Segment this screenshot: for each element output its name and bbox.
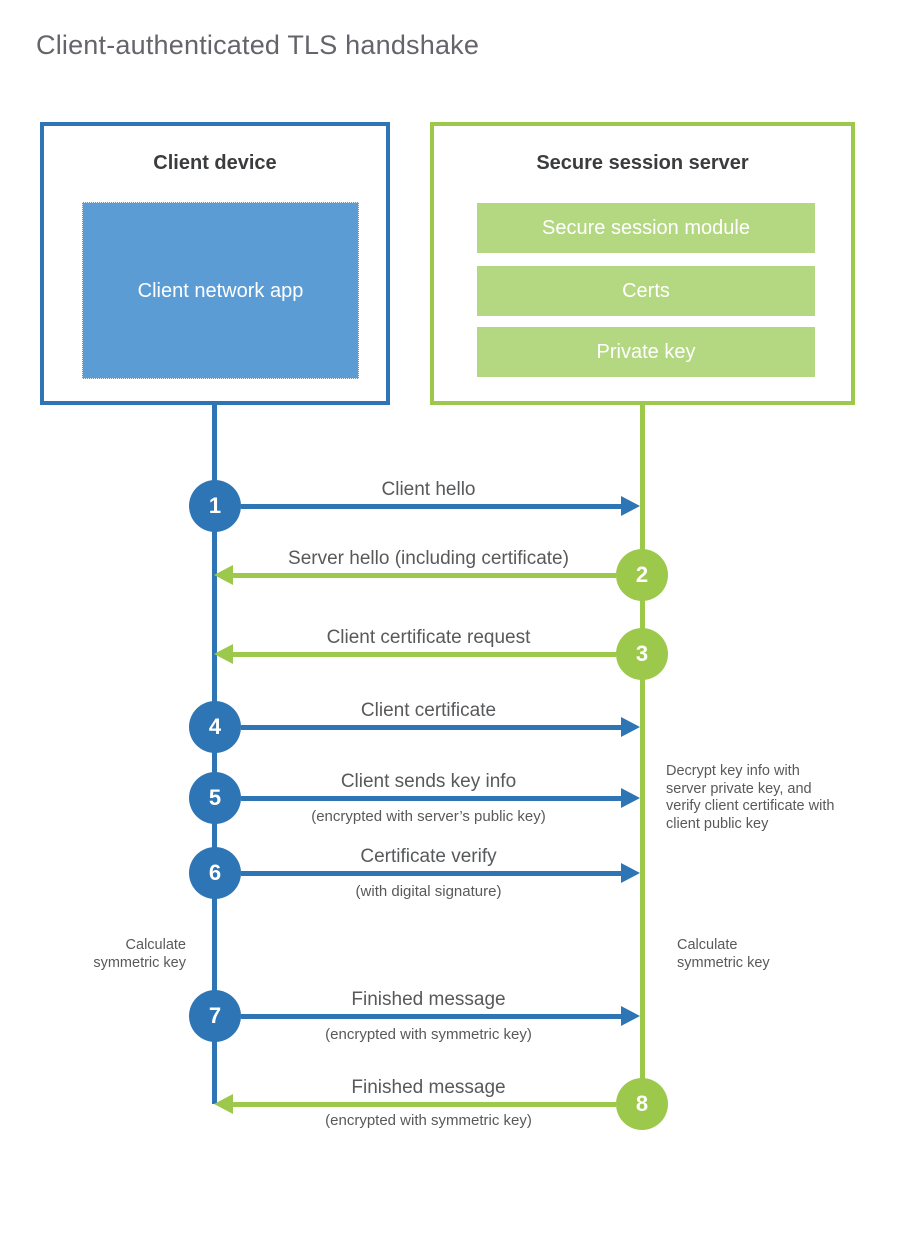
step-number-badge: 4 bbox=[189, 701, 241, 753]
arrowhead-left-icon bbox=[214, 565, 233, 585]
step-label: Certificate verify bbox=[360, 846, 497, 867]
arrow-line bbox=[241, 871, 622, 876]
arrow-line bbox=[232, 573, 616, 578]
arrow-line bbox=[232, 1102, 616, 1107]
arrow-line bbox=[241, 1014, 622, 1019]
server-module-certs: Certs bbox=[477, 266, 815, 316]
step-sublabel: (encrypted with symmetric key) bbox=[325, 1026, 532, 1043]
arrowhead-right-icon bbox=[621, 1006, 640, 1026]
page-title: Client-authenticated TLS handshake bbox=[36, 30, 480, 60]
arrow-line bbox=[241, 725, 622, 730]
server-lifeline bbox=[640, 403, 645, 1104]
arrowhead-left-icon bbox=[214, 1094, 233, 1114]
step-number-badge: 5 bbox=[189, 772, 241, 824]
server-module-secure-session: Secure session module bbox=[477, 203, 815, 253]
step-label: Finished message bbox=[351, 1077, 506, 1098]
arrowhead-right-icon bbox=[621, 863, 640, 883]
client-device-title: Client device bbox=[153, 152, 277, 174]
step-label: Client hello bbox=[381, 479, 476, 500]
step-number-badge: 7 bbox=[189, 990, 241, 1042]
calculate-symmetric-key-note-server: Calculate symmetric key bbox=[677, 937, 770, 971]
step-number-badge: 3 bbox=[616, 628, 668, 680]
client-network-app-box: Client network app bbox=[82, 202, 359, 379]
client-device-box: Client device Client network app bbox=[40, 122, 390, 405]
step-label: Client sends key info bbox=[340, 771, 517, 792]
step-label: Client certificate bbox=[360, 700, 497, 721]
client-lifeline bbox=[212, 403, 217, 1104]
step-label: Client certificate request bbox=[326, 627, 531, 648]
step-label: Finished message bbox=[351, 989, 506, 1010]
arrow-line bbox=[241, 796, 622, 801]
arrowhead-left-icon bbox=[214, 644, 233, 664]
arrow-line bbox=[241, 504, 622, 509]
step-sublabel: (encrypted with server’s public key) bbox=[311, 808, 546, 825]
step-label: Server hello (including certificate) bbox=[288, 548, 569, 569]
server-box: Secure session server Secure session mod… bbox=[430, 122, 855, 405]
arrowhead-right-icon bbox=[621, 496, 640, 516]
step-number-badge: 2 bbox=[616, 549, 668, 601]
server-module-private-key: Private key bbox=[477, 327, 815, 377]
step-number-badge: 6 bbox=[189, 847, 241, 899]
decrypt-key-note: Decrypt key info with server private key… bbox=[666, 763, 835, 832]
arrow-line bbox=[232, 652, 616, 657]
step-number-badge: 1 bbox=[189, 480, 241, 532]
server-title: Secure session server bbox=[536, 152, 749, 174]
arrowhead-right-icon bbox=[621, 788, 640, 808]
arrowhead-right-icon bbox=[621, 717, 640, 737]
step-sublabel: (encrypted with symmetric key) bbox=[325, 1112, 532, 1129]
step-number-badge: 8 bbox=[616, 1078, 668, 1130]
step-sublabel: (with digital signature) bbox=[355, 883, 502, 900]
calculate-symmetric-key-note-client: Calculate symmetric key bbox=[93, 937, 186, 971]
